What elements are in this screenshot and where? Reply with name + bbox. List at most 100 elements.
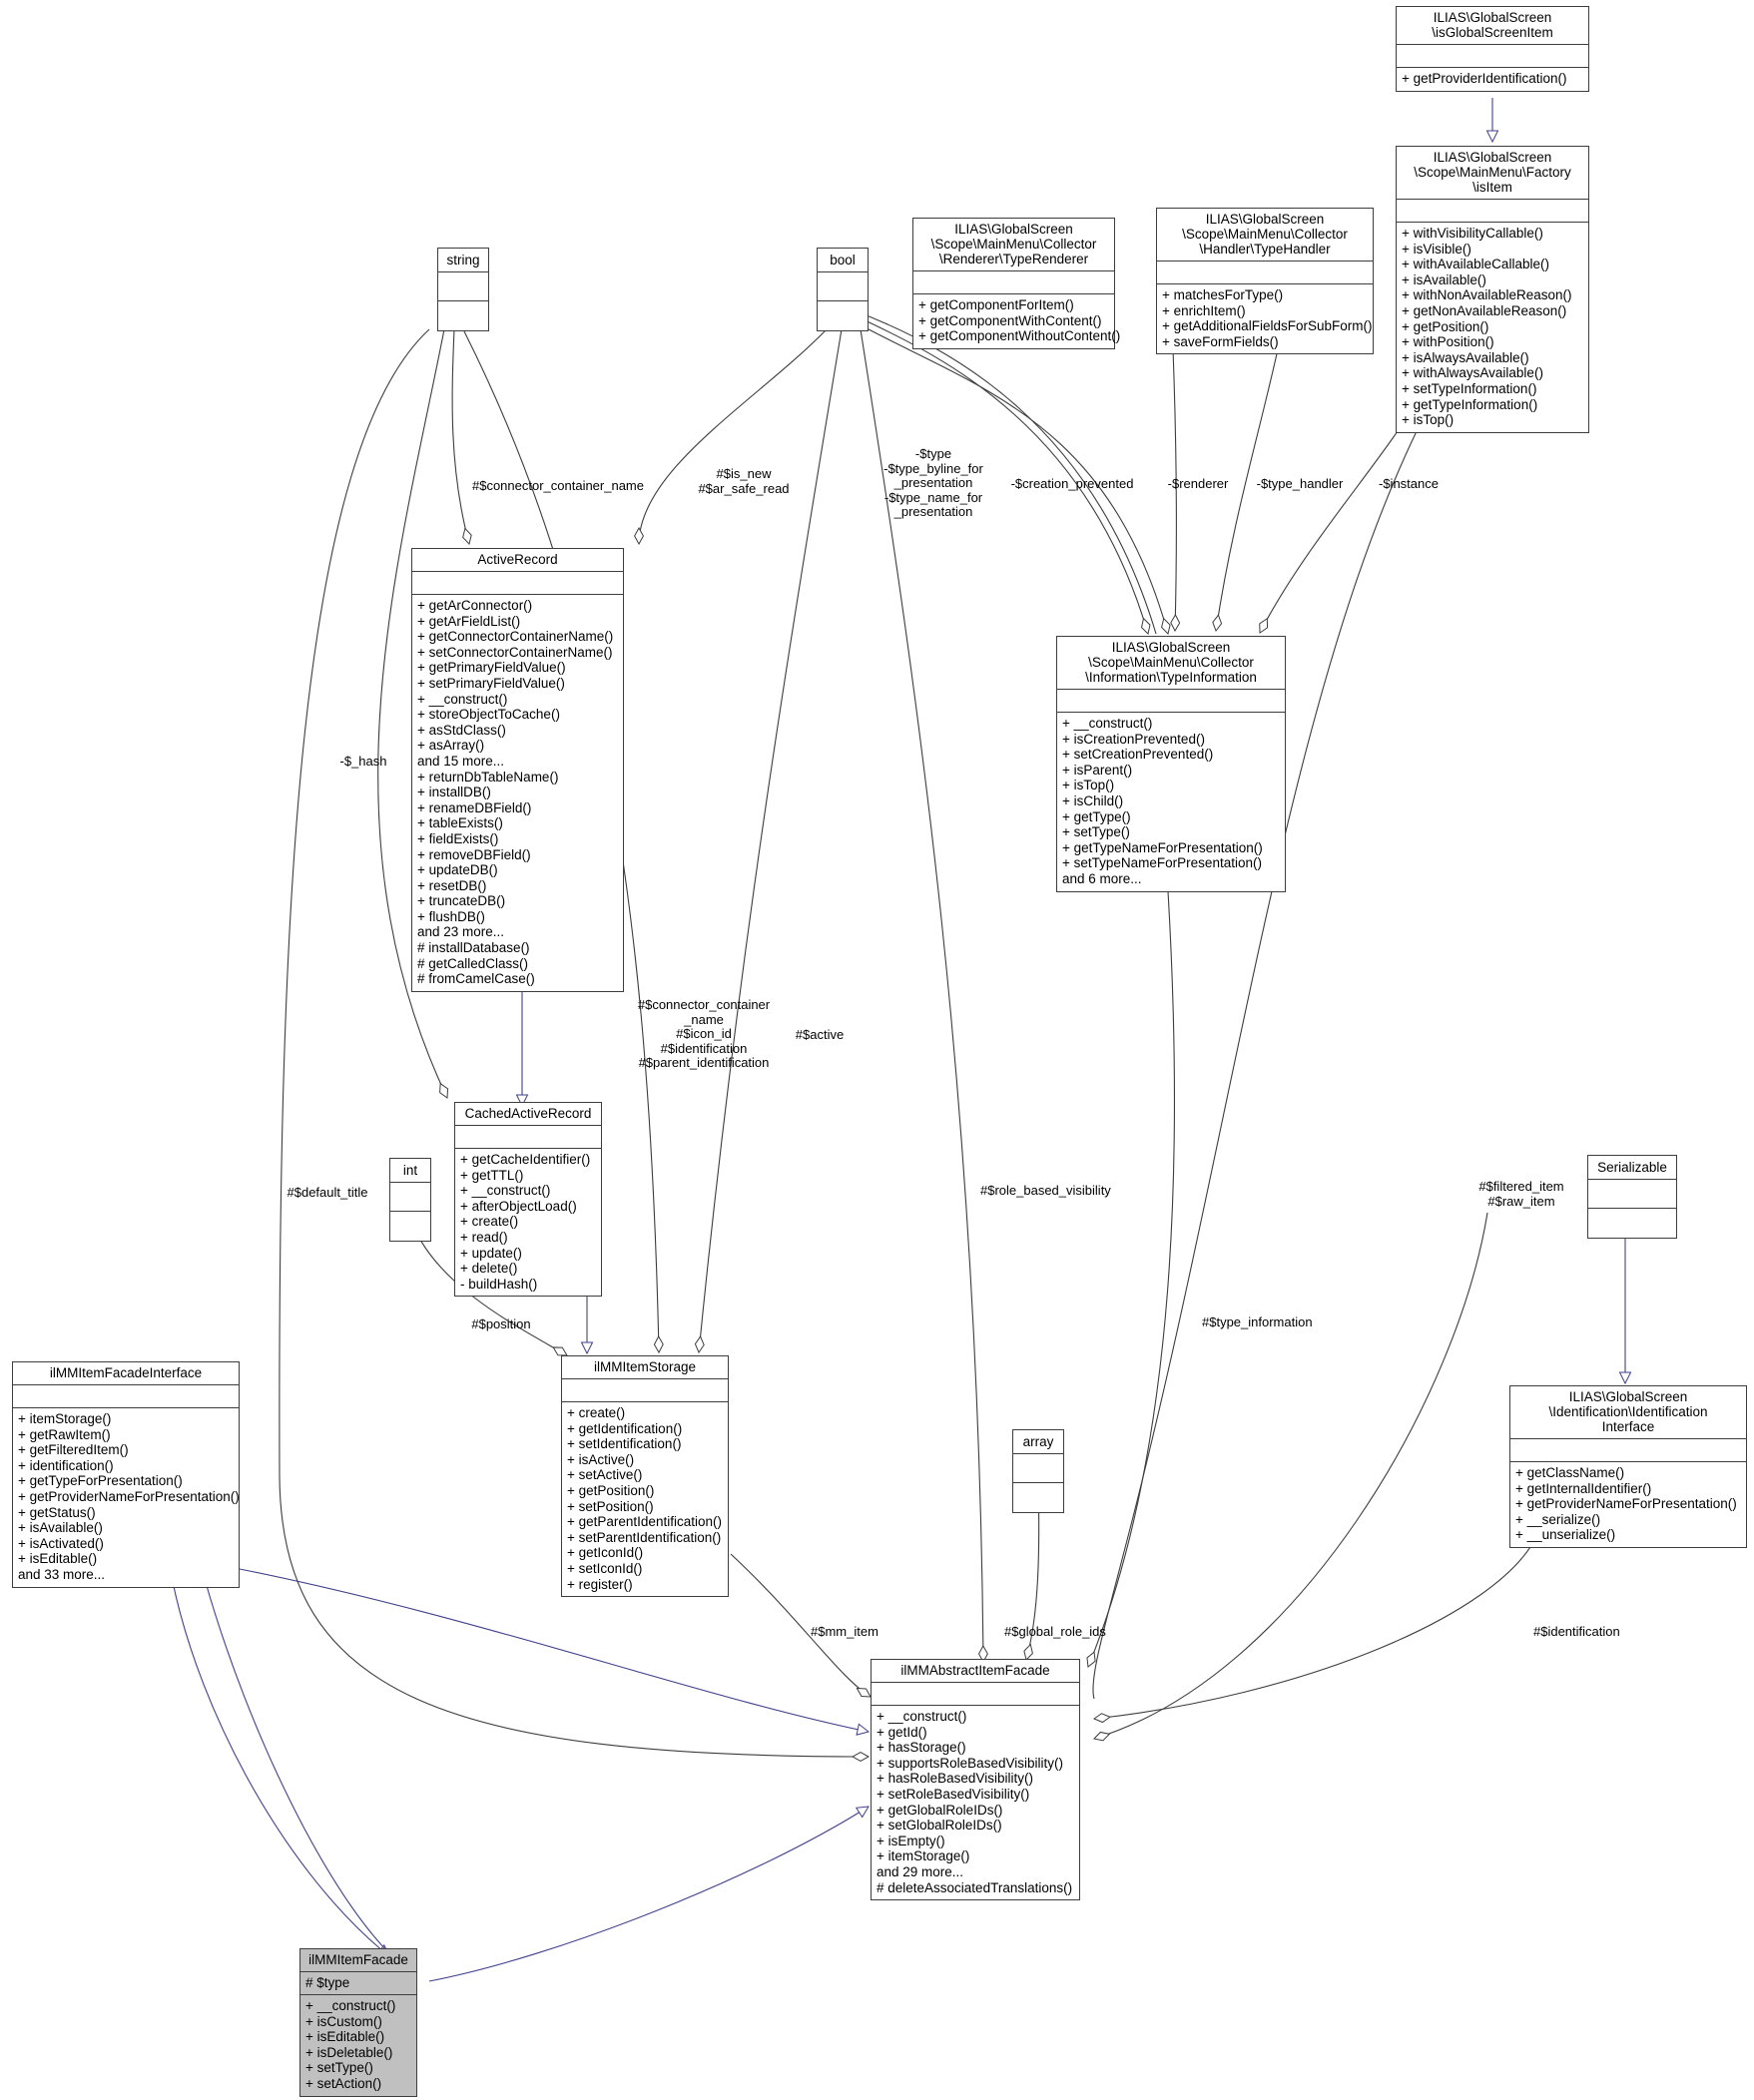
operation: + isActive() bbox=[567, 1451, 635, 1467]
class-box-isglobalscreenitem[interactable]: ILIAS\GlobalScreen \isGlobalScreenItem +… bbox=[1396, 6, 1589, 92]
operation: + getProviderNameForPresentation() bbox=[1515, 1496, 1737, 1512]
class-box-typerenderer[interactable]: ILIAS\GlobalScreen \Scope\MainMenu\Colle… bbox=[912, 218, 1121, 349]
operation: + __construct() bbox=[1062, 716, 1153, 731]
class-box-typehandler[interactable]: ILIAS\GlobalScreen \Scope\MainMenu\Colle… bbox=[1156, 208, 1374, 355]
operation: + isAlwaysAvailable() bbox=[1402, 349, 1529, 365]
operation: + __construct() bbox=[417, 691, 508, 707]
operation: + isEditable() bbox=[18, 1551, 98, 1567]
edge-label-is-new-ar-safe-read: #$is_new #$ar_safe_read bbox=[698, 466, 790, 496]
class-box-ilmmabstractitemfacade[interactable]: ilMMAbstractItemFacade + __construct() +… bbox=[871, 1659, 1080, 1901]
operation: + getTypeNameForPresentation() bbox=[1062, 839, 1263, 855]
class-attributes bbox=[1397, 45, 1588, 68]
operation: + itemStorage() bbox=[18, 1411, 112, 1426]
class-box-ilmmitemfacade[interactable]: ilMMItemFacade # $type + __construct() +… bbox=[299, 1948, 417, 2097]
operation: + setCreationPrevented() bbox=[1062, 747, 1214, 763]
class-attributes: # $type bbox=[300, 1972, 416, 1995]
class-box-identificationinterface[interactable]: ILIAS\GlobalScreen \Identification\Ident… bbox=[1509, 1385, 1747, 1548]
operation: - buildHash() bbox=[460, 1276, 538, 1292]
class-operations: + getCacheIdentifier() + getTTL() + __co… bbox=[455, 1149, 601, 1296]
class-box-cachedactiverecord[interactable]: CachedActiveRecord + getCacheIdentifier(… bbox=[454, 1102, 602, 1298]
class-operations bbox=[1588, 1209, 1676, 1238]
operation: + isTop() bbox=[1062, 778, 1115, 793]
operation: + getTypeForPresentation() bbox=[18, 1473, 183, 1489]
class-attributes bbox=[438, 272, 488, 301]
operation: + isParent() bbox=[1062, 762, 1133, 778]
class-box-typeinformation[interactable]: ILIAS\GlobalScreen \Scope\MainMenu\Colle… bbox=[1056, 636, 1286, 892]
operation: + __unserialize() bbox=[1515, 1527, 1616, 1543]
edge-label-active: #$active bbox=[795, 1027, 845, 1042]
operation: + isEmpty() bbox=[877, 1833, 945, 1848]
class-box-bool[interactable]: bool bbox=[817, 248, 869, 331]
class-attributes bbox=[412, 572, 623, 595]
operation: + getComponentWithoutContent() bbox=[918, 328, 1121, 344]
operation: + getGlobalRoleIDs() bbox=[877, 1802, 1003, 1818]
operation: + resetDB() bbox=[417, 877, 487, 893]
class-box-activerecord[interactable]: ActiveRecord + getArConnector() + getArF… bbox=[411, 548, 624, 992]
operation: + getPrimaryFieldValue() bbox=[417, 660, 566, 676]
class-box-int[interactable]: int bbox=[389, 1158, 431, 1242]
operation: + register() bbox=[567, 1576, 633, 1592]
class-operations bbox=[438, 301, 488, 330]
edge-label-mm-item: #$mm_item bbox=[811, 1624, 878, 1639]
operation: + storeObjectToCache() bbox=[417, 707, 560, 723]
operation: + getPosition() bbox=[567, 1482, 655, 1498]
operation: + getConnectorContainerName() bbox=[417, 629, 614, 645]
class-title: int bbox=[390, 1159, 430, 1183]
class-operations: + create() + getIdentification() + setId… bbox=[562, 1402, 728, 1596]
operation: + getClassName() bbox=[1515, 1465, 1625, 1480]
class-attributes bbox=[818, 272, 868, 301]
operation: + isVisible() bbox=[1402, 241, 1471, 257]
operation: + returnDbTableName() bbox=[417, 769, 559, 785]
operation: + setIconId() bbox=[567, 1560, 643, 1576]
operation: + getNonAvailableReason() bbox=[1402, 302, 1567, 318]
class-attributes bbox=[913, 271, 1114, 294]
operation: + getTTL() bbox=[460, 1167, 524, 1183]
class-box-ilmmitemstorage[interactable]: ilMMItemStorage + create() + getIdentifi… bbox=[561, 1355, 729, 1598]
operation: + getType() bbox=[1062, 808, 1131, 824]
class-attributes bbox=[562, 1379, 728, 1402]
operation: + getIconId() bbox=[567, 1545, 644, 1561]
class-operations: + getClassName() + getInternalIdentifier… bbox=[1510, 1462, 1746, 1547]
operation: + truncateDB() bbox=[417, 893, 506, 909]
class-operations: + itemStorage() + getRawItem() + getFilt… bbox=[13, 1408, 240, 1587]
operation: and 29 more... bbox=[877, 1863, 964, 1879]
operation: + setTypeNameForPresentation() bbox=[1062, 855, 1262, 871]
class-attributes bbox=[1588, 1180, 1676, 1209]
operation: + itemStorage() bbox=[877, 1848, 970, 1864]
class-title: ActiveRecord bbox=[412, 549, 623, 572]
operation: + __serialize() bbox=[1515, 1511, 1601, 1527]
operation: + delete() bbox=[460, 1261, 518, 1277]
operation: + getProviderNameForPresentation() bbox=[18, 1488, 240, 1504]
class-box-ilmmitemfacadeinterface[interactable]: ilMMItemFacadeInterface + itemStorage() … bbox=[12, 1361, 240, 1588]
operation: + read() bbox=[460, 1229, 508, 1245]
class-box-isitem[interactable]: ILIAS\GlobalScreen \Scope\MainMenu\Facto… bbox=[1396, 146, 1589, 433]
operation: + hasStorage() bbox=[877, 1740, 966, 1756]
operation: + getPosition() bbox=[1402, 318, 1489, 334]
edge-label-type-byline-name: -$type -$type_byline_for _presentation -… bbox=[883, 446, 983, 519]
operation: + setAction() bbox=[305, 2075, 382, 2091]
class-title: CachedActiveRecord bbox=[455, 1103, 601, 1126]
operation: # installDatabase() bbox=[417, 940, 530, 956]
edge-label-identification: #$identification bbox=[1533, 1624, 1620, 1639]
class-box-string[interactable]: string bbox=[437, 248, 489, 331]
operation: + installDB() bbox=[417, 785, 491, 800]
class-box-array[interactable]: array bbox=[1012, 1429, 1064, 1513]
edge-label-type-information: #$type_information bbox=[1202, 1314, 1313, 1329]
class-box-serializable[interactable]: Serializable bbox=[1587, 1155, 1677, 1239]
operation: + saveFormFields() bbox=[1162, 333, 1279, 349]
edge-label-connector-container-name-ar: #$connector_container_name bbox=[471, 478, 644, 493]
class-operations: + __construct() + isCustom() + isEditabl… bbox=[300, 1995, 416, 2096]
operation: + __construct() bbox=[305, 1998, 396, 2013]
class-title: ilMMItemFacade bbox=[300, 1949, 416, 1972]
operation: + setRoleBasedVisibility() bbox=[877, 1786, 1030, 1802]
class-operations: + getComponentForItem() + getComponentWi… bbox=[913, 294, 1121, 348]
operation: + getCacheIdentifier() bbox=[460, 1152, 591, 1167]
class-attributes bbox=[1057, 690, 1285, 713]
operation: + setTypeInformation() bbox=[1402, 380, 1537, 396]
operation: + getAdditionalFieldsForSubForm() bbox=[1162, 318, 1373, 334]
class-title: array bbox=[1013, 1430, 1063, 1454]
operation: + getStatus() bbox=[18, 1504, 96, 1520]
operation: + isChild() bbox=[1062, 792, 1124, 808]
operation: + fieldExists() bbox=[417, 830, 499, 846]
operation: + asStdClass() bbox=[417, 722, 506, 738]
